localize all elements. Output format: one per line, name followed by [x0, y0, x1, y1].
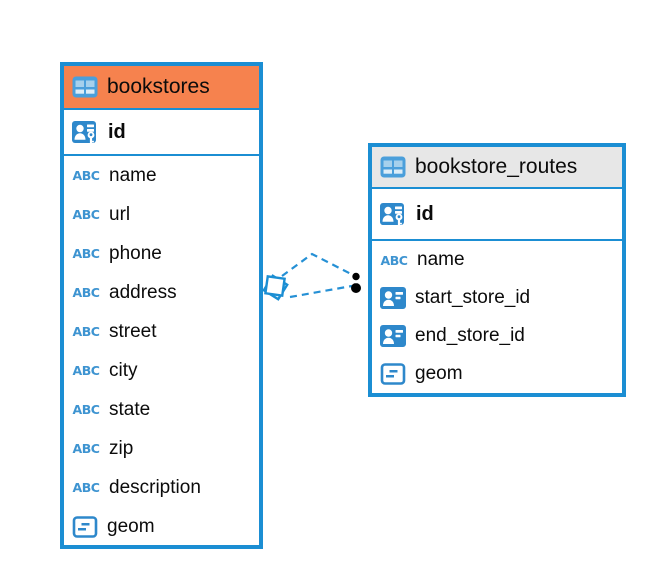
relation-dot-marker[interactable] [349, 269, 363, 293]
column-routes-geom[interactable]: geom [372, 355, 622, 393]
column-bookstores-phone[interactable]: ABC phone [64, 234, 259, 273]
text-type-icon: ABC [72, 168, 100, 183]
geometry-type-icon [380, 363, 406, 385]
column-bookstores-description[interactable]: ABC description [64, 468, 259, 507]
column-bookstores-address[interactable]: ABC address [64, 273, 259, 312]
column-routes-name[interactable]: ABC name [372, 241, 622, 279]
column-bookstores-state[interactable]: ABC state [64, 390, 259, 429]
column-name: street [109, 320, 157, 342]
table-bookstore-routes-header[interactable]: bookstore_routes [372, 147, 622, 189]
column-routes-start-store-id[interactable]: start_store_id [372, 279, 622, 317]
column-bookstores-city[interactable]: ABC city [64, 351, 259, 390]
column-routes-end-store-id[interactable]: end_store_id [372, 317, 622, 355]
pk-row-bookstores-id[interactable]: id [64, 110, 259, 156]
relationship-line[interactable] [281, 252, 354, 277]
text-type-icon: ABC [72, 285, 100, 300]
text-type-icon: ABC [72, 246, 100, 261]
column-name: geom [415, 363, 463, 384]
table-icon [380, 156, 406, 178]
table-bookstores[interactable]: bookstores id ABC name ABC url ABC phone [60, 62, 263, 549]
reference-type-icon [380, 325, 406, 347]
pk-column-name: id [108, 120, 126, 143]
column-name: zip [109, 437, 134, 459]
table-icon [72, 76, 98, 98]
text-type-icon: ABC [72, 402, 100, 417]
table-title: bookstores [107, 75, 210, 98]
column-name: end_store_id [415, 325, 525, 346]
column-name: url [109, 203, 131, 225]
table-title: bookstore_routes [415, 155, 578, 178]
table-bookstores-header[interactable]: bookstores [64, 66, 259, 110]
column-bookstores-geom[interactable]: geom [64, 507, 259, 546]
column-name: name [109, 164, 157, 186]
column-bookstores-url[interactable]: ABC url [64, 195, 259, 234]
column-bookstores-zip[interactable]: ABC zip [64, 429, 259, 468]
column-name: description [109, 476, 201, 498]
pk-column-name: id [416, 202, 434, 225]
primary-key-icon [72, 120, 99, 145]
text-type-icon: ABC [72, 363, 100, 378]
column-name: state [109, 398, 151, 420]
column-name: phone [109, 242, 162, 264]
column-bookstores-name[interactable]: ABC name [64, 156, 259, 195]
text-type-icon: ABC [72, 441, 100, 456]
relation-diamond-marker[interactable] [262, 274, 289, 301]
text-type-icon: ABC [380, 252, 408, 268]
geometry-type-icon [72, 515, 98, 538]
column-name: city [109, 359, 138, 381]
text-type-icon: ABC [72, 480, 100, 495]
column-name: start_store_id [415, 287, 531, 308]
relationship-connector[interactable] [248, 238, 378, 313]
column-bookstores-street[interactable]: ABC street [64, 312, 259, 351]
text-type-icon: ABC [72, 207, 100, 222]
table-bookstore-routes[interactable]: bookstore_routes id ABC name [368, 143, 626, 397]
pk-row-routes-id[interactable]: id [372, 189, 622, 241]
column-name: address [109, 281, 177, 303]
primary-key-icon [380, 202, 407, 227]
relationship-line[interactable] [289, 284, 353, 299]
column-name: name [417, 249, 465, 270]
text-type-icon: ABC [72, 324, 100, 339]
reference-type-icon [380, 287, 406, 309]
column-name: geom [107, 515, 155, 537]
